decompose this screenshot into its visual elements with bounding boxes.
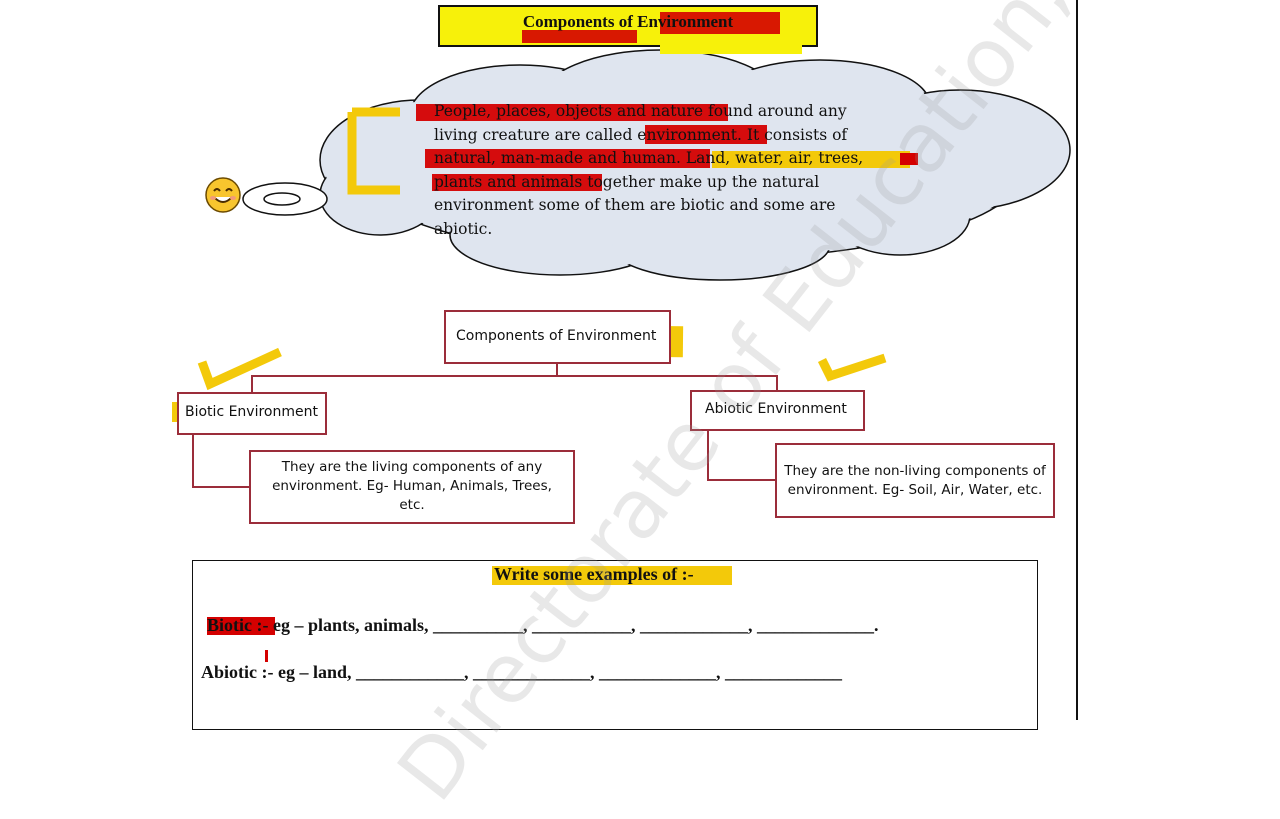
cloud-line: living creature are called environment. … (434, 125, 848, 144)
cloud-line: plants and animals together make up the … (434, 172, 820, 191)
page-edge-line (1076, 0, 1078, 720)
biotic-description-box (249, 450, 575, 524)
biotic-node-label: Biotic Environment (185, 404, 318, 420)
desc-line: environment. Eg- Human, Animals, Trees, (272, 478, 552, 494)
abiotic-node-label: Abiotic Environment (705, 401, 847, 417)
cloud-line: environment some of them are biotic and … (434, 196, 836, 214)
smiley-icon (205, 177, 241, 213)
desc-line: etc. (399, 497, 425, 513)
worksheet-highlights (207, 566, 732, 662)
title-prefix: Components of (522, 12, 638, 31)
abiotic-node (690, 390, 865, 431)
abiotic-description: They are the non-living components of en… (777, 462, 1053, 500)
root-node-label: Components of Environment (456, 328, 657, 344)
abiotic-examples-line: Abiotic :- eg – land, ____________, ____… (201, 662, 842, 682)
worksheet-heading: Write some examples of :- (494, 564, 694, 584)
cloud-line: People, places, objects and nature found… (434, 102, 847, 120)
biotic-node (177, 392, 327, 435)
biotic-examples-line: Biotic :- eg – plants, animals, ________… (207, 615, 879, 635)
abiotic-description-box (775, 443, 1055, 518)
checkmark-icon (197, 347, 282, 391)
root-node (444, 310, 671, 364)
cloud-paragraph: People, places, objects and nature found… (434, 100, 904, 241)
page-title: Components of Environment (438, 12, 818, 32)
desc-line: environment. Eg- Soil, Air, Water, etc. (787, 482, 1043, 498)
checkmark-icon (817, 353, 887, 382)
title-highlight: Environment (637, 12, 734, 31)
cloud-line: natural, man-made and human. Land, water… (434, 149, 864, 167)
biotic-description: They are the living components of any en… (251, 458, 573, 515)
desc-line: They are the non-living components of (784, 463, 1046, 479)
desc-line: They are the living components of any (281, 459, 543, 475)
thought-cloud (242, 49, 1071, 281)
cloud-line: abiotic. (434, 219, 493, 238)
